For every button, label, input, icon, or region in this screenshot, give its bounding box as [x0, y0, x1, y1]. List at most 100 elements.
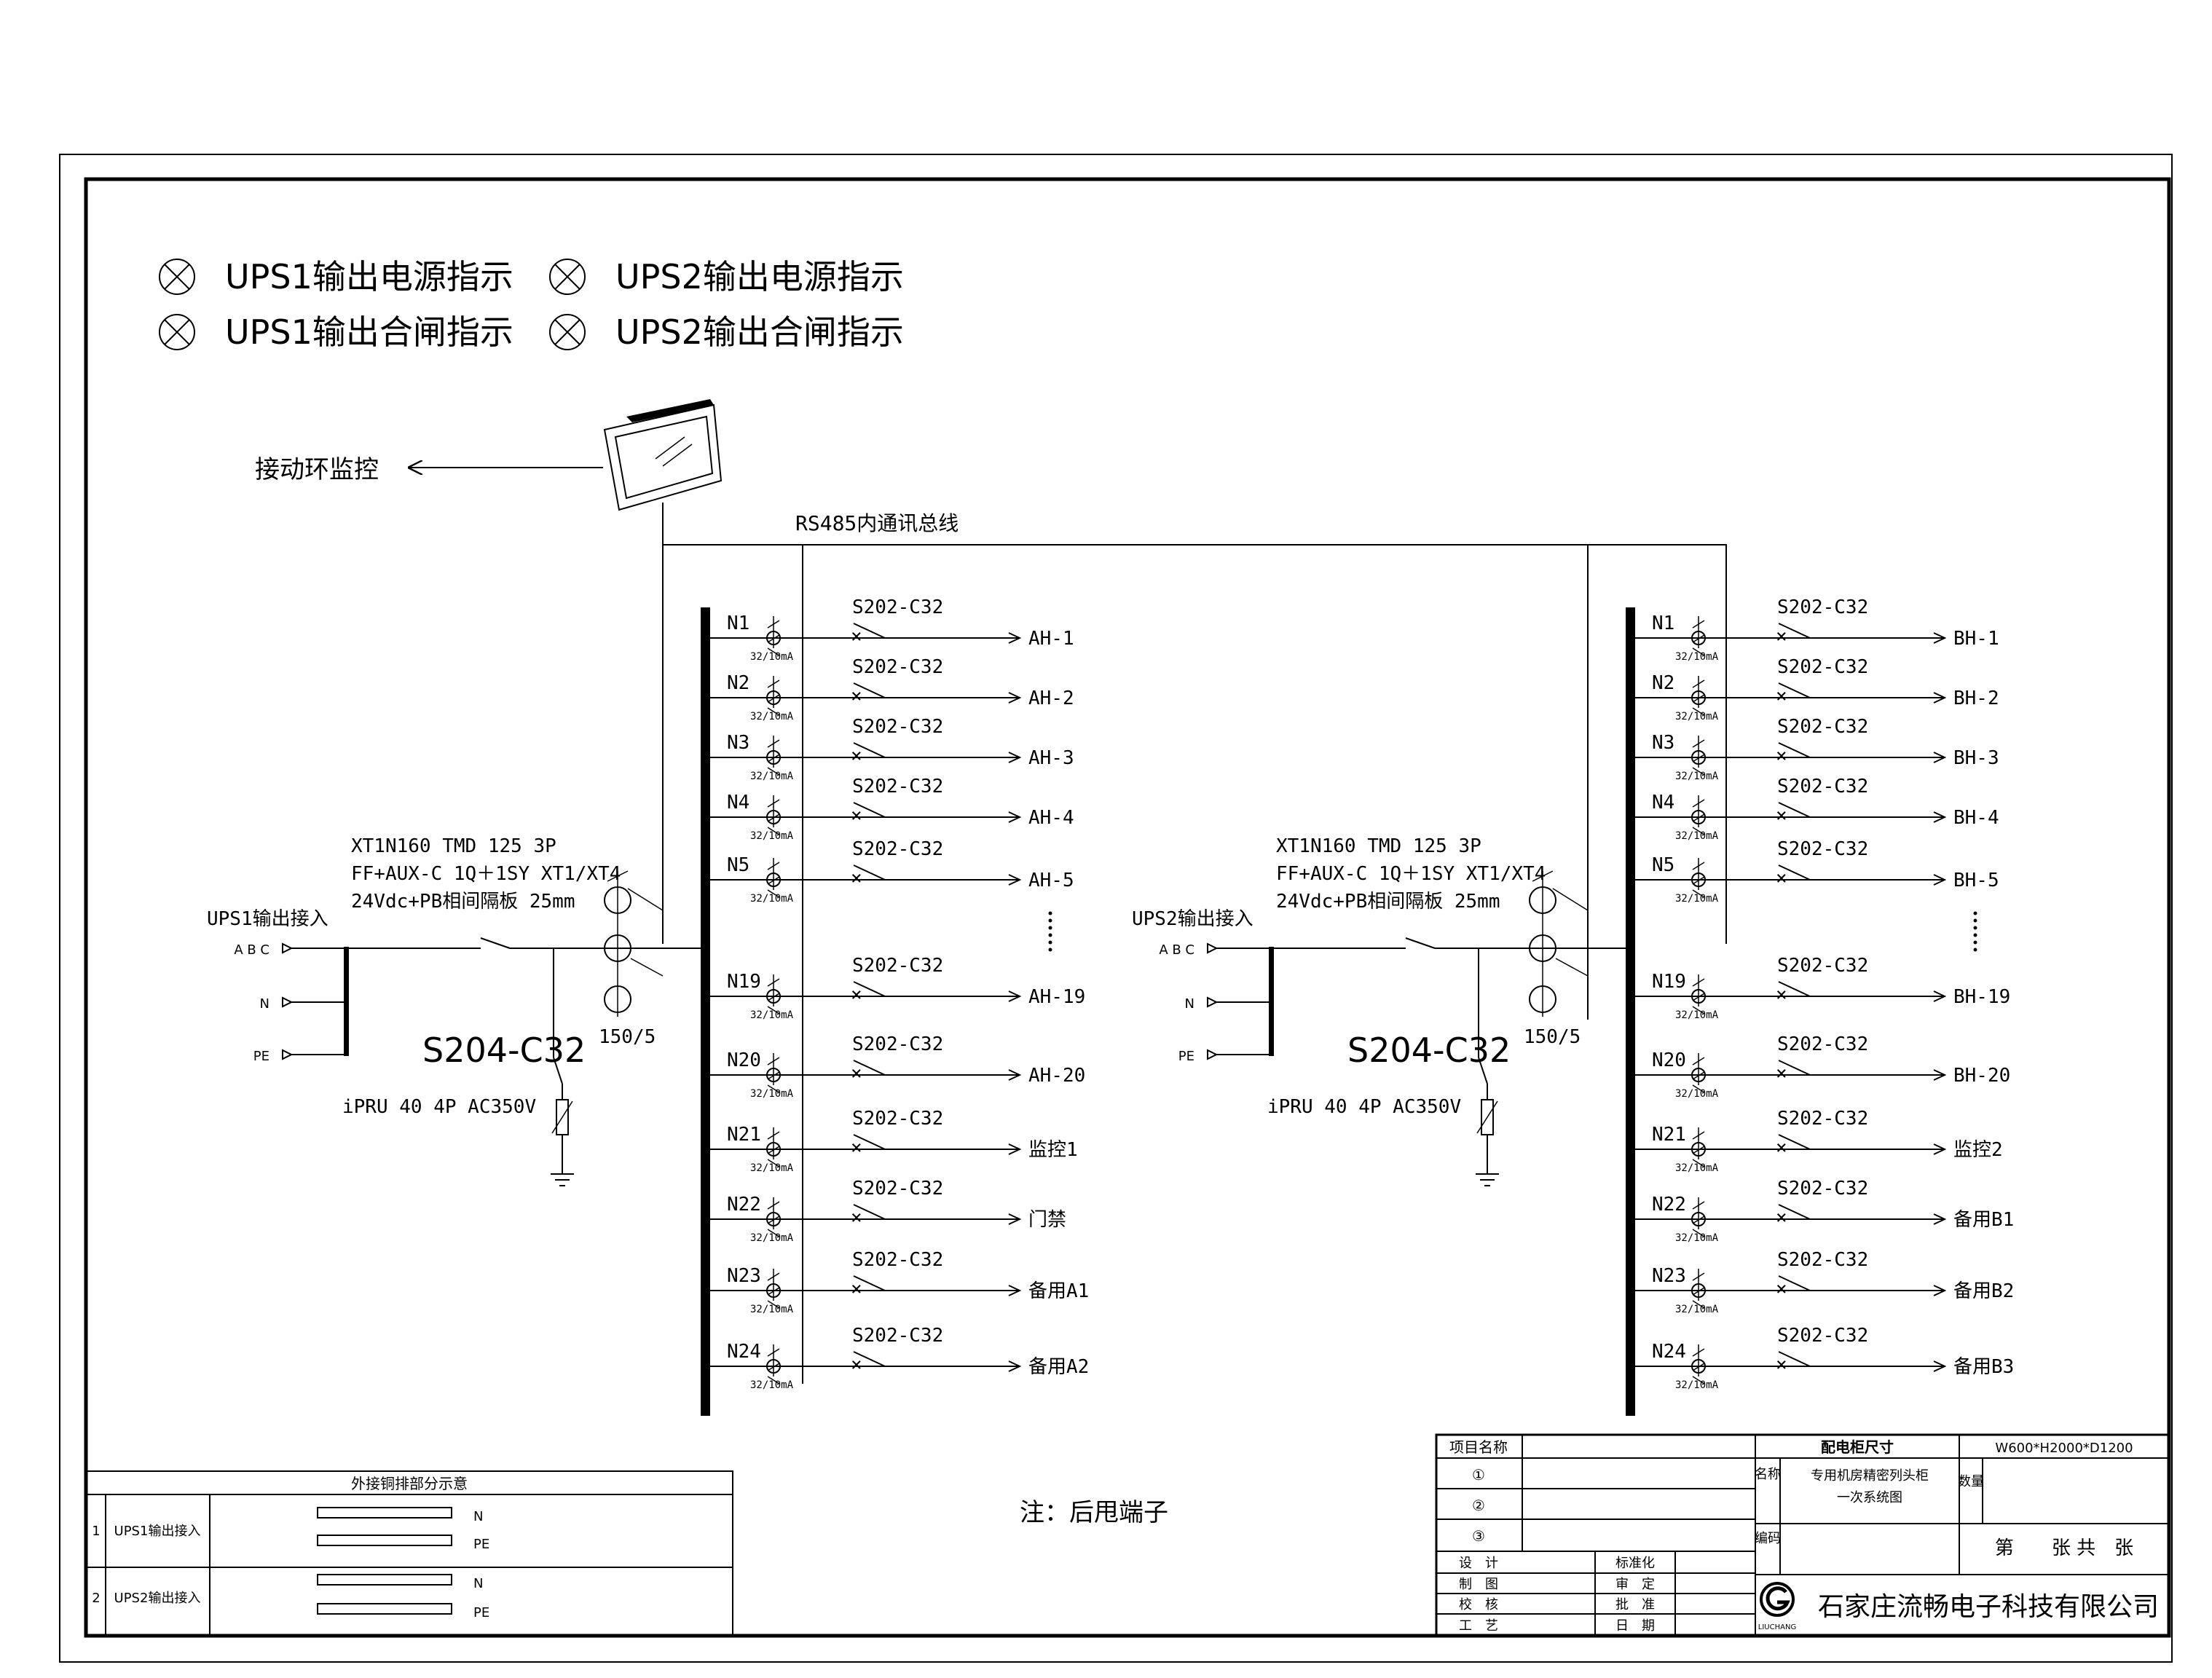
breaker-contact-icon [1778, 1060, 1811, 1076]
rcd-tick [767, 707, 780, 716]
breaker-contact-icon [1778, 682, 1811, 698]
breaker-contact-icon [1778, 802, 1811, 818]
rcd-tick [1692, 647, 1705, 656]
circuit-number: N4 [727, 792, 749, 814]
breaker-mark: × [1776, 745, 1787, 767]
rcd-tick [767, 1376, 780, 1384]
rcd-tick [1692, 993, 1705, 1001]
breaker-contact-icon [1778, 1204, 1811, 1220]
rcd-rating: 32/10mA [1675, 1162, 1719, 1174]
inner-border [84, 177, 2171, 1638]
ct-tick [1532, 870, 1554, 882]
circuit-output: BH-19 [1953, 986, 2010, 1008]
bus-label: RS485内通讯总线 [795, 511, 959, 535]
rcd-tick [1692, 876, 1705, 885]
project-item: ② [1472, 1497, 1485, 1514]
rcd-rating: 32/10mA [1675, 1379, 1719, 1391]
ct-lead [1555, 958, 1589, 977]
legend-item: UPS2输出合闸指示 [549, 312, 904, 352]
spd-breaker-model: S204-C32 [1347, 1031, 1511, 1070]
rcd-tick [1692, 1216, 1705, 1224]
logo-text: LIUCHANG [1758, 1623, 1796, 1631]
breaker-contact-icon [853, 623, 886, 639]
rcd-tick [1692, 1146, 1705, 1154]
terminal-icon [282, 996, 294, 1008]
copper-bar-label: N [473, 1576, 483, 1591]
rcd-rating: 32/10mA [1675, 1304, 1719, 1315]
indicator-lamp-icon [159, 314, 195, 350]
input-label: UPS1输出接入 [207, 908, 328, 930]
legend-text: UPS1输出电源指示 [225, 257, 513, 296]
sheet-number: 第 张 共 张 [1995, 1537, 2133, 1559]
breaker-model: S202-C32 [852, 1178, 943, 1200]
circuit-output: BH-5 [1953, 870, 1999, 891]
rcd-tick [767, 680, 780, 688]
rcd-tick [1692, 739, 1705, 748]
circuit-output: 备用B1 [1953, 1209, 2014, 1231]
arrow-icon [1933, 1360, 1947, 1372]
rcd-tick [767, 827, 780, 835]
project-label: 项目名称 [1449, 1438, 1508, 1456]
rcd-rating: 32/10mA [750, 771, 794, 782]
legend-text: UPS2输出电源指示 [615, 257, 904, 296]
rcd-rating: 32/10mA [750, 1162, 794, 1174]
copper-bar-table: 外接铜排部分示意 1 UPS1输出接入 N PE 2 UPS2输出接入 N PE [85, 1470, 733, 1636]
touch-screen-monitor-icon [603, 399, 723, 511]
company-logo-icon: LIUCHANG [1758, 1582, 1796, 1631]
breaker-mark: × [1776, 1207, 1787, 1229]
phase-label: A B C [234, 942, 269, 958]
rcd-rating: 32/10mA [1675, 651, 1719, 663]
breaker-mark: × [1776, 805, 1787, 827]
circuit-number: N3 [1652, 732, 1674, 754]
rcd-rating: 32/10mA [750, 651, 794, 663]
indicator-lamp-icon [549, 314, 586, 350]
legend-text: UPS1输出合闸指示 [225, 312, 513, 352]
ellipsis-dot [1048, 933, 1052, 937]
rcd-tick [1692, 767, 1705, 776]
ellipsis-dot [1973, 911, 1977, 915]
rcd-tick [1692, 1057, 1705, 1066]
breaker-contact-icon [853, 1204, 886, 1220]
breaker-mark: × [1776, 984, 1787, 1006]
rcd-rating: 32/10mA [750, 1232, 794, 1244]
ellipsis-dot [1973, 933, 1977, 937]
indicator-lamp-icon [549, 259, 586, 295]
ellipsis-dot [1048, 940, 1052, 945]
rcd-tick [1692, 1376, 1705, 1384]
circuit-output: 备用B3 [1953, 1356, 2014, 1378]
terminal-icon [282, 1049, 294, 1060]
breaker-contact-icon [1778, 981, 1811, 997]
rcd-tick [767, 1272, 780, 1281]
arrow-icon [1008, 1285, 1022, 1296]
rcd-tick [767, 1201, 780, 1210]
main-breaker-contact-icon [480, 937, 511, 949]
rcd-tick [1692, 1229, 1705, 1237]
arrow-icon [1933, 692, 1947, 704]
breaker-contact-icon [1778, 864, 1811, 881]
ellipsis-dot [1973, 918, 1977, 923]
ct-ratio: 150/5 [1524, 1026, 1581, 1048]
breaker-mark: × [851, 1278, 862, 1300]
phase-label: A B C [1159, 942, 1194, 958]
main-breaker-spec: FF+AUX-C 1Q＋1SY XT1/XT4 [351, 863, 621, 885]
rcd-tick [767, 767, 780, 776]
circuit-output: 监控1 [1028, 1139, 1078, 1161]
rcd-tick [1692, 1084, 1705, 1093]
rcd-tick [767, 739, 780, 748]
rcd-tick [767, 1363, 780, 1371]
arrow-icon [1008, 811, 1022, 823]
rcd-tick [767, 620, 780, 629]
rcd-tick [767, 1146, 780, 1154]
rcd-tick [767, 1071, 780, 1080]
circuit-output: 备用A2 [1028, 1356, 1089, 1378]
circuit-output: AH-1 [1028, 628, 1074, 650]
spd-breaker-contact-icon [1478, 1057, 1488, 1084]
spd-model: iPRU 40 4P AC350V [342, 1096, 536, 1118]
breaker-model: S202-C32 [852, 596, 943, 618]
